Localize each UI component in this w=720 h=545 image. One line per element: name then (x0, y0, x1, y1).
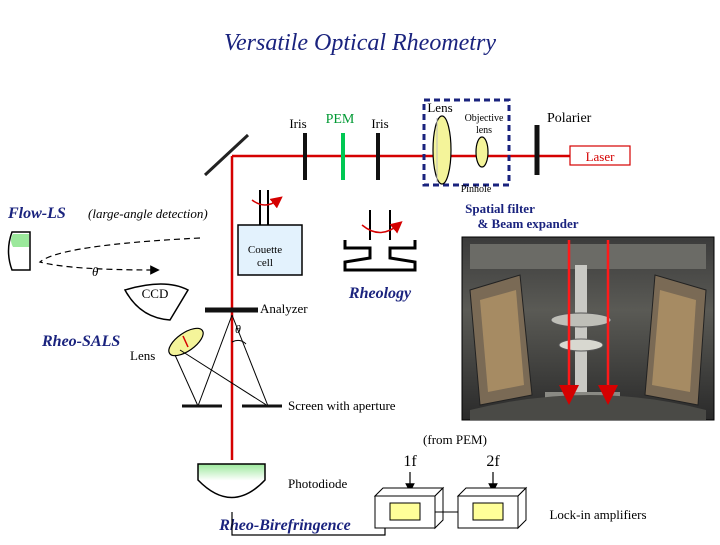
polarizer-label: Polarier (547, 111, 592, 126)
lens-bottom-label: Lens (130, 348, 155, 363)
flow-detector-fill (11, 234, 29, 247)
large-angle-label: (large-angle detection) (88, 206, 208, 221)
objective-lens-label-2: lens (476, 125, 492, 136)
from-pem-label: (from PEM) (423, 432, 487, 447)
lockin-amp-2-top (456, 487, 528, 497)
one-f-label: 1f (403, 453, 417, 470)
ray-sals-1 (197, 314, 233, 407)
rheo-birefringence-label: Rheo-Birefringence (218, 517, 351, 534)
rheology-label: Rheology (348, 285, 412, 302)
spatial-filter-label-2: & Beam expander (477, 216, 578, 231)
analyzer-label: Analyzer (260, 301, 308, 316)
rheology-rotation-arrow (361, 221, 403, 234)
theta-flow-label: θ (92, 264, 99, 279)
lens-top-label: Lens (427, 100, 452, 115)
pinhole-label: Pinhole (461, 184, 492, 195)
screen-aperture-label: Screen with aperture (288, 398, 396, 413)
lockin-amp-2-display (472, 502, 504, 521)
theta-arc (231, 339, 247, 345)
couette-bath (237, 224, 303, 276)
diagram-title: Versatile Optical Rheometry (224, 30, 496, 56)
ccd-label: CCD (142, 286, 169, 301)
flow-ls-label: Flow-LS (7, 205, 66, 222)
ray-sals-4 (179, 349, 269, 407)
pem-label: PEM (326, 112, 355, 127)
photodiode-label: Photodiode (288, 476, 347, 491)
rheology-cup (343, 240, 417, 272)
flow-ls-title: Flow-LS (7, 205, 66, 222)
lockin-label: Lock-in amplifiers (549, 507, 646, 522)
iris-right-label: Iris (371, 116, 388, 131)
ray-sals-2 (231, 314, 269, 407)
two-f-label: 2f (486, 453, 500, 470)
spatial-filter-box (422, 98, 511, 187)
iris-left-label: Iris (289, 116, 306, 131)
objective-lens (475, 136, 489, 168)
sals-lens-mark (182, 335, 189, 348)
laser-label: Laser (586, 149, 616, 164)
flow-scatter-path (38, 237, 201, 275)
couette-rotation-arrow (251, 196, 283, 209)
rheometer-photo (461, 236, 715, 421)
lockin-amp-1-top (373, 487, 445, 497)
couette-label-2: cell (257, 257, 273, 269)
lockin-amp-1-display (389, 502, 421, 521)
ccd-detector (123, 283, 190, 321)
objective-lens-label-1: Objective (465, 113, 504, 124)
lens-large (432, 115, 452, 185)
laser-box (569, 145, 631, 166)
photodiode (197, 463, 266, 499)
rheo-sals-label: Rheo-SALS (41, 333, 120, 350)
spatial-filter-label-1: Spatial filter (465, 201, 535, 216)
mirror (203, 133, 250, 177)
ray-sals-3 (174, 354, 199, 407)
couette-label-1: Couette (248, 244, 282, 256)
